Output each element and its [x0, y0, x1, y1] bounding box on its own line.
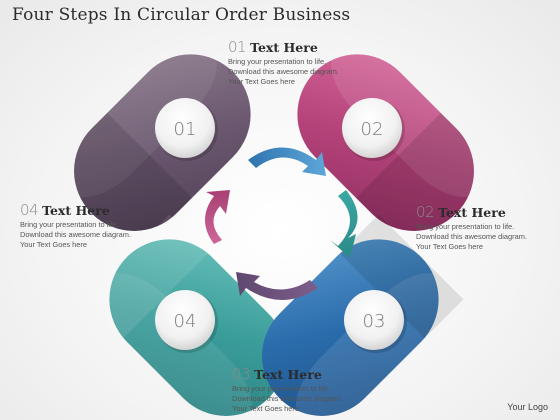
badge-03-label: 03 — [363, 311, 386, 332]
step-4-heading: Text Here — [42, 203, 110, 218]
step-2-body: Bring your presentation to life. Downloa… — [416, 222, 551, 252]
step-1-number: 01 — [228, 38, 247, 56]
step-2-line-1: Bring your presentation to life. — [416, 222, 515, 231]
step-1-line-1: Bring your presentation to life. — [228, 57, 327, 66]
step-2-line-2: Download this awesome diagram. — [416, 232, 527, 241]
step-4-line-1: Bring your presentation to life. — [20, 220, 119, 229]
badge-01-label: 01 — [174, 119, 197, 140]
logo-text: Your Logo — [507, 402, 548, 412]
step-3-line-1: Bring your presentation to life. — [232, 384, 331, 393]
step-4-line-2: Download this awesome diagram. — [20, 230, 131, 239]
step-1-body: Bring your presentation to life. Downloa… — [228, 57, 363, 87]
step-3-line-2: Download this awesome diagram. — [232, 394, 343, 403]
badge-03: 03 — [344, 290, 407, 353]
badge-01: 01 — [155, 98, 218, 161]
arrow-3-to-4 — [236, 272, 318, 300]
step-4-number: 04 — [20, 201, 39, 219]
step-1-heading: Text Here — [250, 40, 318, 55]
badge-02: 02 — [342, 98, 405, 161]
step-2-line-3: Your Text Goes here — [416, 242, 483, 251]
badge-04: 04 — [155, 290, 218, 353]
step-3-body: Bring your presentation to life. Downloa… — [232, 384, 367, 414]
arrow-2-to-3 — [330, 190, 358, 258]
badge-02-label: 02 — [361, 119, 384, 140]
step-1-line-2: Download this awesome diagram. — [228, 67, 339, 76]
badge-04-label: 04 — [174, 311, 197, 332]
step-3-heading: Text Here — [254, 367, 322, 382]
step-1-line-3: Your Text Goes here — [228, 77, 295, 86]
step-2-number: 02 — [416, 203, 435, 221]
step-3-line-3: Your Text Goes here — [232, 404, 299, 413]
arrow-1-to-2 — [248, 147, 326, 176]
arrow-4-to-1 — [205, 190, 230, 244]
step-4-line-3: Your Text Goes here — [20, 240, 87, 249]
step-4-body: Bring your presentation to life. Downloa… — [20, 220, 155, 250]
step-3-number: 03 — [232, 365, 251, 383]
step-2-heading: Text Here — [438, 205, 506, 220]
page-title: Four Steps In Circular Order Business — [12, 5, 351, 25]
